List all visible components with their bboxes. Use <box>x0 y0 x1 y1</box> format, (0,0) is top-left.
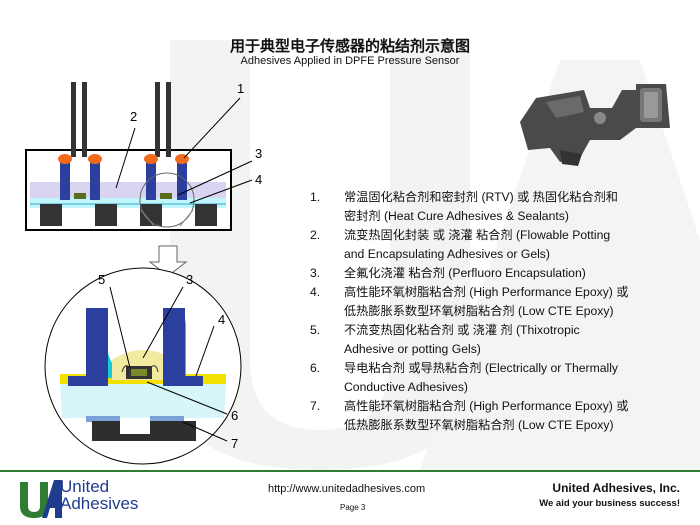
website-link[interactable]: http://www.unitedadhesives.com <box>268 483 426 495</box>
item-line: 流变热固化封装 或 浇灌 粘合剂 (Flowable Potting <box>344 228 611 242</box>
item-line: 高性能环氧树脂粘合剂 (High Performance Epoxy) 或 <box>344 399 629 413</box>
item-number: 3. <box>310 266 321 280</box>
top-label-4: 4 <box>255 172 262 187</box>
bottom-label-7: 7 <box>231 436 238 451</box>
page-number: Page 3 <box>340 503 366 512</box>
title-english: Adhesives Applied in DPFE Pressure Senso… <box>240 55 460 67</box>
item-number: 2. <box>310 228 321 242</box>
list-item: 6. 导电粘合剂 或导热粘合剂 (Electrically or Thermal… <box>310 359 695 397</box>
slogan: We aid your business success! <box>539 498 680 509</box>
logo-text: United Adhesives <box>60 478 138 512</box>
item-line: 常温固化粘合剂和密封剂 (RTV) 或 热固化粘合剂和 <box>344 190 618 204</box>
item-number: 6. <box>310 361 321 375</box>
item-line: 低热膨胀系数型环氧树脂粘合剂 (Low CTE Epoxy) <box>344 304 614 318</box>
bottom-label-3: 3 <box>186 272 193 287</box>
top-label-1: 1 <box>237 81 244 96</box>
item-line: 全氟化浇灌 粘合剂 (Perfluoro Encapsulation) <box>344 266 586 280</box>
magnified-view <box>44 267 242 465</box>
top-label-3: 3 <box>255 146 262 161</box>
company-block: United Adhesives, Inc. We aid your busin… <box>539 481 680 509</box>
footer-divider <box>0 470 700 472</box>
ua-logo-icon <box>20 480 62 518</box>
top-cross-section <box>25 82 253 231</box>
item-line: Conductive Adhesives) <box>344 380 468 394</box>
list-item: 2. 流变热固化封装 或 浇灌 粘合剂 (Flowable Potting and… <box>310 226 695 264</box>
item-line: and Encapsulating Adhesives or Gels) <box>344 247 550 261</box>
item-line: Adhesive or potting Gels) <box>344 342 481 356</box>
adhesive-list: 1. 常温固化粘合剂和密封剂 (RTV) 或 热固化粘合剂和密封剂 (Heat … <box>310 188 695 435</box>
item-number: 5. <box>310 323 321 337</box>
sensor-diagram: 1 2 3 4 5 3 4 6 7 <box>25 81 670 465</box>
list-item: 3. 全氟化浇灌 粘合剂 (Perfluoro Encapsulation) <box>310 264 695 283</box>
top-label-2: 2 <box>130 109 137 124</box>
item-line: 密封剂 (Heat Cure Adhesives & Sealants) <box>344 209 569 223</box>
item-number: 7. <box>310 399 321 413</box>
item-number: 4. <box>310 285 321 299</box>
item-line: 低热膨胀系数型环氧树脂粘合剂 (Low CTE Epoxy) <box>344 418 614 432</box>
bottom-label-6: 6 <box>231 408 238 423</box>
list-item: 1. 常温固化粘合剂和密封剂 (RTV) 或 热固化粘合剂和密封剂 (Heat … <box>310 188 695 226</box>
list-item: 7. 高性能环氧树脂粘合剂 (High Performance Epoxy) 或… <box>310 397 695 435</box>
item-line: 不流变热固化粘合剂 或 浇灌 剂 (Thixotropic <box>344 323 580 337</box>
down-arrow-icon <box>148 245 188 277</box>
company-name: United Adhesives, Inc. <box>552 481 680 495</box>
list-item: 4. 高性能环氧树脂粘合剂 (High Performance Epoxy) 或… <box>310 283 695 321</box>
logo-line-1: United <box>60 477 110 496</box>
sensor-photo <box>520 84 670 166</box>
bottom-label-4: 4 <box>218 312 225 327</box>
logo-line-2: Adhesives <box>60 494 139 513</box>
title-chinese: 用于典型电子传感器的粘结剂示意图 <box>229 37 470 55</box>
item-number: 1. <box>310 190 321 204</box>
item-line: 高性能环氧树脂粘合剂 (High Performance Epoxy) 或 <box>344 285 629 299</box>
item-line: 导电粘合剂 或导热粘合剂 (Electrically or Thermally <box>344 361 619 375</box>
bottom-label-5: 5 <box>98 272 105 287</box>
